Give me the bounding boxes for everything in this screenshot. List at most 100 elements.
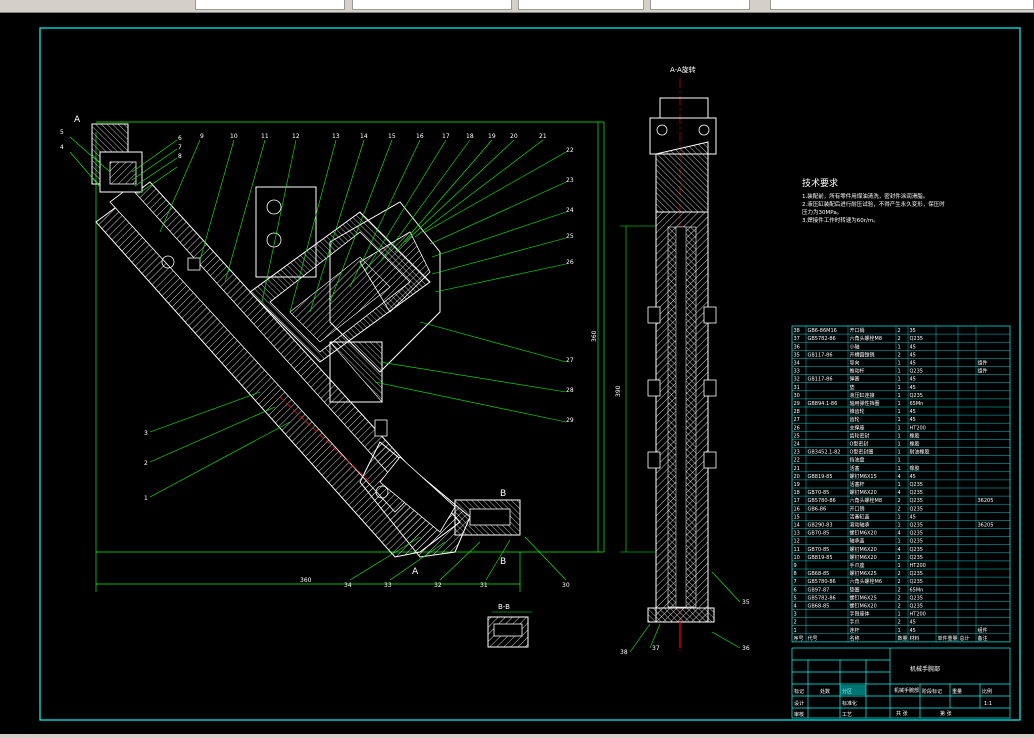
bom-cell: GB819-85 bbox=[808, 474, 833, 480]
bom-cell: 2 bbox=[898, 555, 901, 561]
bom-cell: GB5780-86 bbox=[808, 579, 836, 585]
bom-cell: 六角头螺栓M6 bbox=[850, 578, 883, 585]
bom-cell: 1 bbox=[898, 482, 901, 488]
bom-cell: 11 bbox=[794, 547, 800, 553]
tb-label-std: 标准化 bbox=[842, 700, 857, 707]
callout-3: 3 bbox=[144, 430, 148, 437]
bom-cell: 垫圈 bbox=[850, 586, 860, 593]
bom-cell: 垫 bbox=[850, 384, 855, 391]
bom-cell: GB3452.1-82 bbox=[808, 450, 841, 456]
callout-13: 13 bbox=[332, 133, 340, 140]
bom-cell: 螺钉M6X20 bbox=[850, 530, 877, 537]
cad-toolbar bbox=[0, 0, 1034, 13]
toolbar-item-5[interactable] bbox=[770, 0, 1034, 10]
bom-cell: GB70-85 bbox=[808, 547, 830, 553]
bom-cell: 1 bbox=[898, 377, 901, 383]
bom-cell: 4 bbox=[898, 531, 901, 537]
toolbar-item-2[interactable] bbox=[352, 0, 512, 10]
bom-cell: 1 bbox=[898, 433, 901, 439]
bom-cell: Q235 bbox=[910, 539, 923, 545]
bom-cell: GB68-85 bbox=[808, 604, 830, 610]
bom-cell: 65Mn bbox=[910, 401, 924, 407]
bom-cell: 33 bbox=[794, 369, 800, 375]
sheet-total: 共 张 bbox=[896, 710, 908, 717]
bom-header-cell: 总计 bbox=[960, 635, 970, 642]
bom-cell: GB819-85 bbox=[808, 555, 833, 561]
bom-header-cell: 材料 bbox=[910, 635, 920, 642]
bom-cell: 1 bbox=[898, 466, 901, 472]
bom-cell: 组件 bbox=[978, 627, 988, 634]
bom-cell: GB117-86 bbox=[808, 377, 833, 383]
bom-cell: HT200 bbox=[910, 425, 926, 431]
tb-label-scale: 比例 bbox=[982, 688, 992, 695]
bom-cell: Q235 bbox=[910, 482, 923, 488]
bom-cell: 导向 bbox=[850, 360, 860, 367]
bom-cell: 螺钉M6X25 bbox=[850, 594, 877, 601]
tech-req-line-4: 3.焊接件工作时转速为60r/m。 bbox=[802, 216, 879, 224]
bom-cell: 45 bbox=[910, 514, 916, 520]
bom-cell: 12 bbox=[794, 539, 800, 545]
status-strip bbox=[0, 734, 1034, 738]
main-view bbox=[91, 121, 605, 592]
bom-cell: 30 bbox=[794, 393, 800, 399]
callout-25: 25 bbox=[566, 233, 574, 240]
bom-cell: 45 bbox=[910, 361, 916, 367]
dim-width: 360 bbox=[300, 577, 312, 584]
bom-cell: 4 bbox=[794, 604, 797, 610]
bom-cell: 螺钉M6X20 bbox=[850, 603, 877, 610]
callout-6: 6 bbox=[178, 135, 182, 142]
callout-22: 22 bbox=[566, 147, 574, 154]
bom-cell: 开槽圆锥销 bbox=[850, 351, 875, 358]
callout-leaders bbox=[69, 136, 567, 581]
bom-cell: 1 bbox=[898, 385, 901, 391]
tb-label-mark: 标记 bbox=[794, 688, 804, 695]
callout-16: 16 bbox=[416, 133, 424, 140]
bom-cell: Q235 bbox=[910, 571, 923, 577]
callout-15: 15 bbox=[388, 133, 396, 140]
title-block-text: 机械手腕部 机械手腕部 1:1 共 张 第 张 标记 处数 分区 设计 标准化 … bbox=[794, 665, 992, 718]
view-bb-label: B-B bbox=[498, 603, 510, 611]
bom-cell: 活塞 bbox=[850, 465, 860, 472]
callout-21: 21 bbox=[539, 133, 547, 140]
section-markers: A A B B bbox=[74, 115, 506, 577]
tb-label-zone: 分区 bbox=[842, 688, 852, 695]
bom-cell: Q235 bbox=[910, 547, 923, 553]
tech-req-line-2: 2.液压缸装配后进行耐压试验，不得产生永久变形，保压时 bbox=[802, 200, 945, 208]
toolbar-item-1[interactable] bbox=[195, 0, 345, 10]
callout-23: 23 bbox=[566, 177, 574, 184]
drawing-canvas[interactable]: 5 4 6 7 8 9 10 11 12 13 14 15 16 17 18 1… bbox=[0, 12, 1034, 734]
callout-14: 14 bbox=[360, 133, 368, 140]
bom-cell: 10 bbox=[794, 555, 800, 561]
bom-cell: 65Mn bbox=[910, 587, 924, 593]
bom-cell: 36 bbox=[794, 344, 800, 350]
tech-req-line-3: 压力为30MPa。 bbox=[802, 208, 842, 216]
bom-cell: Q235 bbox=[910, 579, 923, 585]
bom-cell: 2 bbox=[898, 328, 901, 334]
bom-header-cell: 序号 bbox=[794, 635, 804, 642]
bom-cell: 1 bbox=[898, 401, 901, 407]
bom-cell: 手爪座 bbox=[850, 562, 865, 569]
bom-cell: 1 bbox=[898, 425, 901, 431]
bom-cell: 6 bbox=[794, 587, 797, 593]
drawing-svg[interactable]: 5 4 6 7 8 9 10 11 12 13 14 15 16 17 18 1… bbox=[0, 12, 1034, 734]
bom-cell: 37 bbox=[794, 336, 800, 342]
toolbar-item-3[interactable] bbox=[518, 0, 644, 10]
bom-cell: 8 bbox=[794, 571, 797, 577]
bom-cell: 1 bbox=[898, 344, 901, 350]
bom-cell: 2 bbox=[898, 352, 901, 358]
callout-11: 11 bbox=[261, 133, 269, 140]
tb-label-weight: 重量 bbox=[952, 688, 962, 695]
toolbar-item-4[interactable] bbox=[650, 0, 750, 10]
bom-cell: 齿轮 bbox=[850, 416, 860, 423]
bom-cell: 1 bbox=[794, 628, 797, 634]
label-A-bottom: A bbox=[412, 567, 419, 577]
scale: 1:1 bbox=[984, 701, 992, 707]
bom-cell: 45 bbox=[910, 620, 916, 626]
bom-cell: GB117-86 bbox=[808, 352, 833, 358]
bom-cell: 38 bbox=[794, 328, 800, 334]
bom-cell: 活塞缸盖 bbox=[850, 513, 870, 520]
bom-cell: 1 bbox=[898, 393, 901, 399]
callout-20: 20 bbox=[510, 133, 518, 140]
tb-label-design: 设计 bbox=[794, 700, 804, 707]
